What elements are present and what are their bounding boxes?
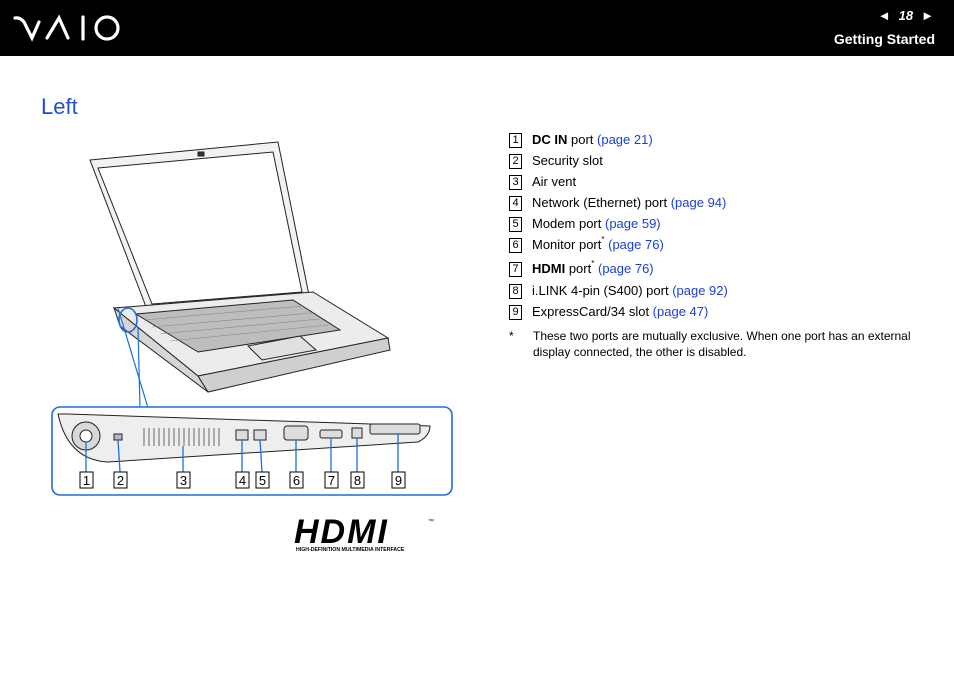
svg-text:5: 5 (259, 473, 266, 488)
page-link[interactable]: (page 76) (608, 237, 664, 252)
svg-text:8: 8 (354, 473, 361, 488)
svg-text:™: ™ (428, 518, 434, 525)
footnote-mark: * (509, 329, 514, 343)
callout-9: 9 (391, 471, 406, 489)
list-item: 4 Network (Ethernet) port (page 94) (509, 194, 939, 215)
svg-text:2: 2 (117, 473, 124, 488)
list-item: 6 Monitor port* (page 76) (509, 236, 939, 260)
list-item: 8 i.LINK 4-pin (S400) port (page 92) (509, 282, 939, 303)
svg-text:HIGH-DEFINITION MULTIMEDIA INT: HIGH-DEFINITION MULTIMEDIA INTERFACE (296, 547, 405, 553)
svg-text:9: 9 (395, 473, 402, 488)
page-link[interactable]: (page 76) (597, 261, 654, 276)
item-label: i.LINK 4-pin (S400) port (532, 283, 673, 298)
section-title: Getting Started (833, 31, 935, 47)
list-item: 3 Air vent (509, 173, 939, 194)
item-number: 7 (509, 262, 522, 277)
list-item: 7 HDMI port* (page 76) (509, 260, 939, 282)
item-number: 4 (509, 196, 522, 211)
page-link[interactable]: (page 92) (672, 283, 728, 298)
footnote: * These two ports are mutually exclusive… (509, 328, 939, 360)
item-label: Network (Ethernet) port (532, 195, 671, 210)
vaio-logo (13, 14, 120, 42)
item-bold-label: DC IN (532, 132, 568, 147)
callout-4: 4 (235, 471, 250, 489)
list-item: 9 ExpressCard/34 slot (page 47) (509, 303, 939, 324)
footnote-text: These two ports are mutually exclusive. … (533, 329, 911, 359)
item-label: ExpressCard/34 slot (532, 304, 653, 319)
item-number: 5 (509, 217, 522, 232)
page-header: ◄ 18 ► Getting Started (0, 0, 954, 56)
item-number: 2 (509, 154, 522, 169)
item-number: 1 (509, 133, 522, 148)
list-item: 1 DC IN port (page 21) (509, 131, 939, 152)
item-number: 6 (509, 238, 522, 253)
page-link[interactable]: (page 21) (597, 132, 653, 147)
footnote-marker: * (601, 235, 605, 244)
list-item: 5 Modem port (page 59) (509, 215, 939, 236)
callout-8: 8 (350, 471, 365, 489)
laptop-left-side-illustration: 1 2 3 4 5 6 7 8 9 (51, 141, 453, 496)
svg-text:4: 4 (239, 473, 246, 488)
page-link[interactable]: (page 94) (670, 195, 727, 210)
svg-text:3: 3 (180, 473, 187, 488)
item-label: Security slot (532, 153, 603, 168)
list-item: 2 Security slot (509, 152, 939, 173)
callout-2: 2 (113, 471, 128, 489)
page-number: 18 (898, 8, 914, 23)
svg-text:6: 6 (293, 473, 300, 488)
callout-1: 1 (79, 471, 94, 489)
item-label: Monitor port (532, 237, 602, 252)
svg-text:7: 7 (328, 473, 335, 488)
port-list: 1 DC IN port (page 21) 2 Security slot 3… (509, 131, 939, 360)
hdmi-logo: HDMI ™ HIGH-DEFINITION MULTIMEDIA INTERF… (294, 515, 434, 553)
page-navigation: ◄ 18 ► (878, 8, 934, 23)
page-title: Left (41, 94, 78, 119)
item-number: 3 (509, 175, 522, 190)
callout-6: 6 (289, 471, 304, 489)
item-label: port (565, 261, 592, 276)
svg-text:HDMI: HDMI (294, 515, 389, 551)
item-number: 8 (509, 284, 522, 299)
item-number: 9 (509, 305, 522, 320)
next-page-arrow-icon[interactable]: ► (921, 8, 934, 23)
previous-page-arrow-icon[interactable]: ◄ (877, 8, 891, 23)
callout-7: 7 (324, 471, 339, 489)
page-link[interactable]: (page 47) (652, 304, 709, 319)
callout-5: 5 (255, 471, 270, 489)
callout-3: 3 (176, 471, 191, 489)
item-label: port (567, 132, 598, 147)
footnote-marker: * (591, 259, 595, 268)
item-bold-label: HDMI (532, 261, 566, 276)
item-label: Air vent (532, 174, 577, 189)
svg-text:1: 1 (83, 473, 90, 488)
page-link[interactable]: (page 59) (604, 216, 661, 231)
laptop-drawing (89, 141, 391, 409)
item-label: Modem port (532, 216, 605, 231)
